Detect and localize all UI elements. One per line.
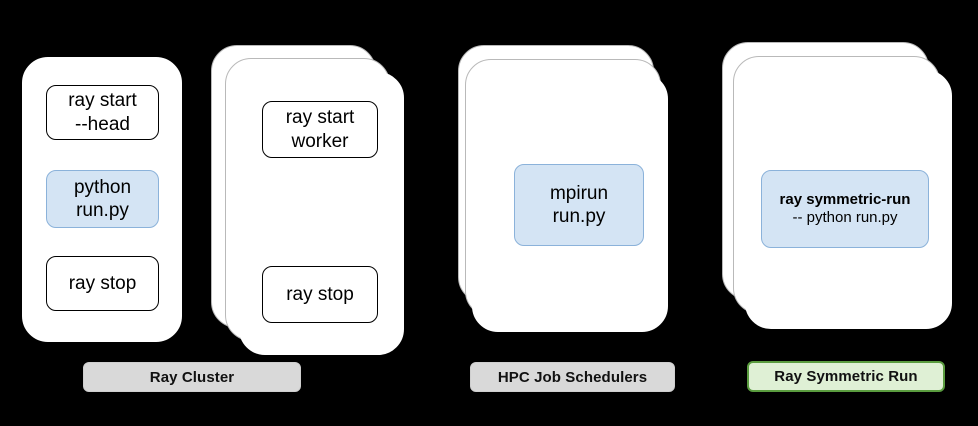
command-line-1: mpirun bbox=[549, 182, 609, 204]
group-label-ray-symmetric-run: Ray Symmetric Run bbox=[747, 361, 945, 392]
command-line-1: ray stop bbox=[286, 283, 354, 305]
command-line-1: ray start bbox=[68, 90, 137, 112]
group-label-text: Ray Cluster bbox=[149, 368, 235, 386]
command-box-ray-start-worker: ray start worker bbox=[262, 101, 378, 158]
command-box-ray-symmetric-run: ray symmetric-run -- python run.py bbox=[761, 170, 929, 248]
command-line-1: ray symmetric-run bbox=[779, 190, 911, 208]
group-label-ray-cluster: Ray Cluster bbox=[83, 362, 301, 392]
command-box-ray-stop-worker: ray stop bbox=[262, 266, 378, 323]
group-label-hpc-job-schedulers: HPC Job Schedulers bbox=[470, 362, 675, 392]
command-line-2: worker bbox=[291, 130, 349, 152]
command-line-1: python bbox=[73, 176, 132, 198]
command-box-ray-start-head: ray start --head bbox=[46, 85, 159, 140]
command-line-2: run.py bbox=[76, 200, 129, 221]
group-label-text: HPC Job Schedulers bbox=[497, 368, 648, 386]
command-box-ray-stop-head: ray stop bbox=[46, 256, 159, 311]
command-line-2: -- python run.py bbox=[792, 209, 898, 226]
command-line-2: --head bbox=[75, 113, 130, 135]
command-line-1: ray stop bbox=[68, 272, 137, 294]
command-box-python-run-py: python run.py bbox=[46, 170, 159, 228]
command-line-2: run.py bbox=[552, 206, 606, 227]
command-line-1: ray start bbox=[285, 107, 355, 129]
group-label-text: Ray Symmetric Run bbox=[774, 368, 918, 385]
command-box-mpirun-run-py: mpirun run.py bbox=[514, 164, 644, 246]
